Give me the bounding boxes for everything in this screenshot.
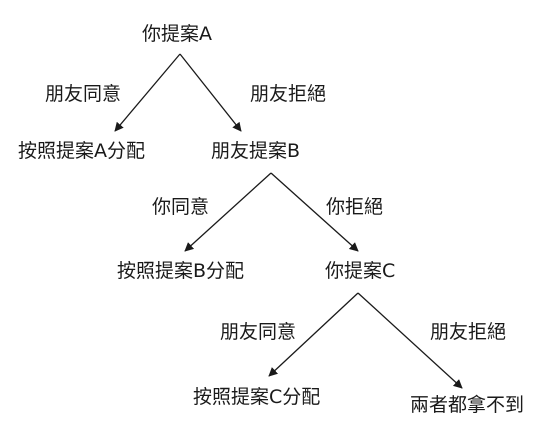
- node-proposal-b: 朋友提案B: [211, 140, 301, 162]
- edge-node-b-to-leaf-b: [184, 172, 272, 252]
- node-proposal-c: 你提案C: [325, 260, 396, 282]
- leaf-outcome-proposal-a: 按照提案A分配: [18, 140, 145, 162]
- edge-node-b-to-node-c: [270, 172, 359, 252]
- edge-root-to-node-b: [179, 53, 242, 132]
- leaf-outcome-proposal-c: 按照提案C分配: [193, 386, 321, 408]
- root-node-proposal-a: 你提案A: [142, 23, 212, 45]
- edge-label-friend-reject-2: 朋友拒絕: [430, 321, 507, 343]
- edge-label-friend-reject-1: 朋友拒絕: [250, 83, 327, 105]
- edge-label-you-reject: 你拒絕: [326, 196, 384, 218]
- leaf-outcome-proposal-b: 按照提案B分配: [117, 260, 245, 282]
- edge-label-you-agree: 你同意: [152, 196, 210, 218]
- edge-label-friend-agree-2: 朋友同意: [220, 321, 297, 343]
- edge-node-c-to-leaf-none: [357, 292, 463, 389]
- edge-label-friend-agree-1: 朋友同意: [45, 83, 122, 105]
- edge-root-to-leaf-a: [114, 53, 181, 132]
- leaf-outcome-nothing: 兩者都拿不到: [410, 394, 525, 416]
- edge-node-c-to-leaf-c: [268, 292, 359, 377]
